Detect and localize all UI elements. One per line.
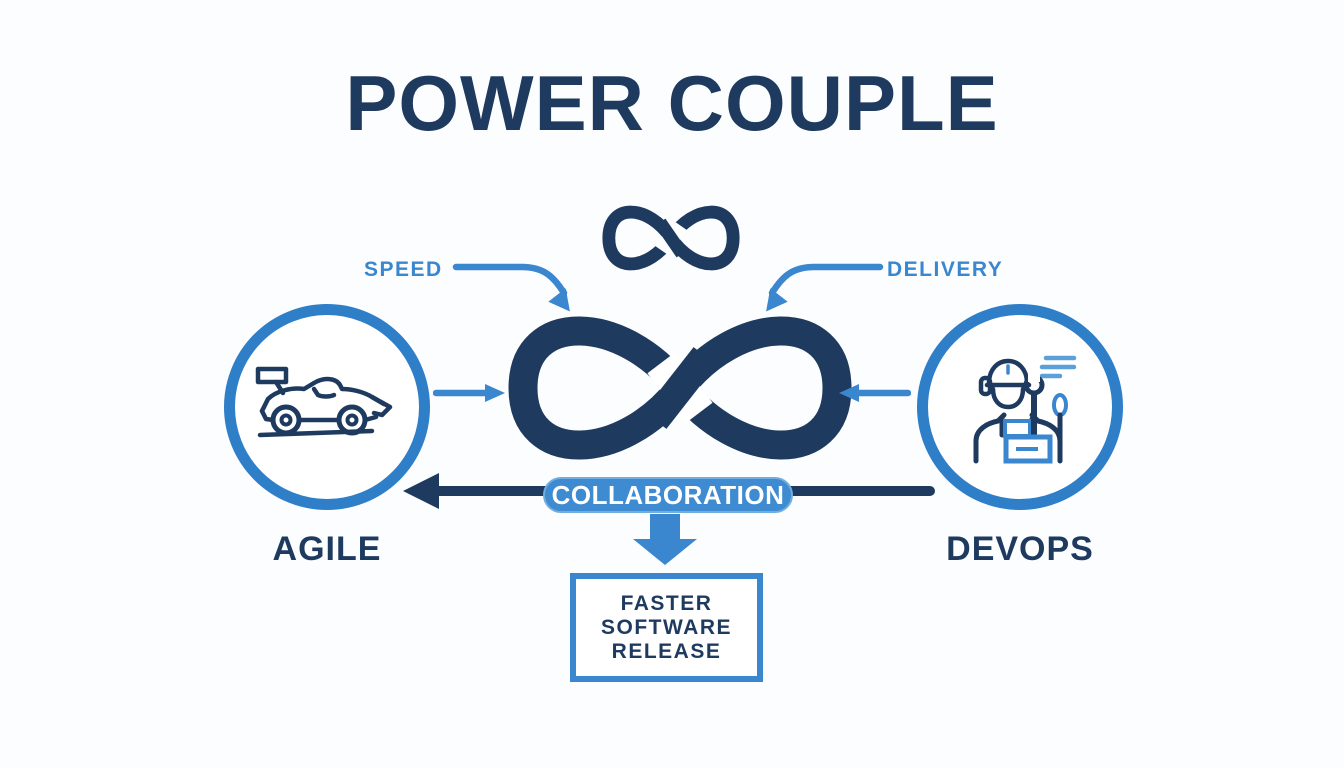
devops-to-center-arrow-icon <box>839 384 911 402</box>
result-line: RELEASE <box>611 639 722 663</box>
infinity-icon-small <box>602 205 740 271</box>
delivery-label: DELIVERY <box>887 258 1004 281</box>
speed-arrow-icon <box>452 263 570 312</box>
infinity-icon-large <box>508 316 852 460</box>
page-title: POWER COUPLE <box>345 59 999 147</box>
agile-to-center-arrow-icon <box>433 384 505 402</box>
speed-label: SPEED <box>364 258 443 281</box>
agile-label: AGILE <box>272 530 382 568</box>
result-line: FASTER <box>620 591 713 615</box>
result-line: SOFTWARE <box>601 615 732 639</box>
mechanic-icon <box>973 355 1077 464</box>
delivery-arrow-icon <box>766 263 884 312</box>
collaboration-pill: COLLABORATION <box>543 477 793 513</box>
agile-circle <box>224 304 430 510</box>
race-car-icon <box>255 366 393 438</box>
devops-circle <box>917 304 1123 510</box>
result-box: FASTER SOFTWARE RELEASE <box>570 573 763 682</box>
down-arrow-icon <box>633 514 697 565</box>
collaboration-label: COLLABORATION <box>551 480 785 510</box>
devops-label: DEVOPS <box>946 530 1094 568</box>
